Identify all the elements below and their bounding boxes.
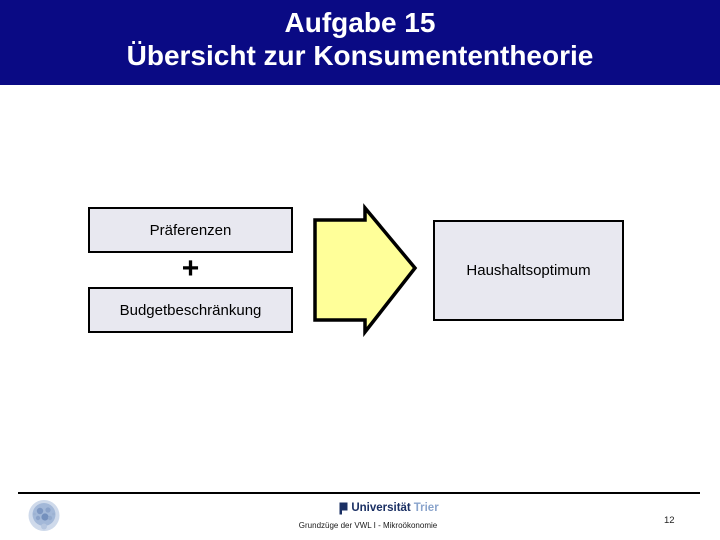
budget-constraint-label: Budgetbeschränkung <box>119 301 262 319</box>
slide-title: Aufgabe 15 Übersicht zur Konsumententheo… <box>0 0 720 72</box>
university-city-label: Trier <box>413 502 439 514</box>
household-optimum-label: Haushaltsoptimum <box>466 262 591 279</box>
slide-title-line1: Aufgabe 15 <box>284 7 436 38</box>
university-seal-graphic <box>28 500 60 531</box>
household-optimum-box: Haushaltsoptimum <box>433 220 624 321</box>
university-seal-icon <box>27 499 61 533</box>
plus-operator: + <box>181 252 200 285</box>
university-flag-icon <box>339 502 348 514</box>
university-logo: Universität Trier <box>314 500 464 516</box>
university-name-label: Universität <box>351 502 411 514</box>
page-number: 12 <box>664 515 675 526</box>
budget-constraint-box: Budgetbeschränkung <box>88 287 293 333</box>
slide-title-line2: Übersicht zur Konsumententheorie <box>126 40 594 71</box>
preferences-box: Präferenzen <box>88 207 293 253</box>
title-banner: Aufgabe 15 Übersicht zur Konsumententheo… <box>0 0 720 85</box>
right-arrow-icon <box>310 203 420 338</box>
footer-divider <box>18 492 700 494</box>
preferences-label: Präferenzen <box>149 221 232 239</box>
right-block-arrow-shape <box>313 203 418 338</box>
course-title-label: Grundzüge der VWL I - Mikroökonomie <box>298 521 438 530</box>
